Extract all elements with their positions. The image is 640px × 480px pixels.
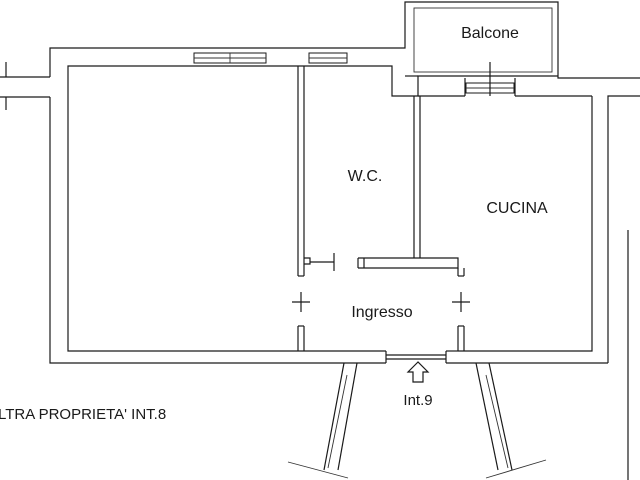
window-bedroom xyxy=(193,52,267,64)
landing-walls xyxy=(287,362,547,479)
window-wc xyxy=(308,52,348,64)
partition-bedroom-wc xyxy=(292,66,310,351)
partition-wc-entrance xyxy=(304,253,459,271)
unit-label: Int.9 xyxy=(403,392,432,409)
room-label-entrance: Ingresso xyxy=(351,304,412,321)
room-label-balcony: Balcone xyxy=(461,25,519,42)
partition-wc-kitchen xyxy=(413,96,421,258)
room-label-wc: W.C. xyxy=(348,168,383,185)
partition-entrance-kitchen xyxy=(452,268,470,351)
neighbor-note: LTRA PROPRIETA' INT.8 xyxy=(0,406,166,423)
balcony xyxy=(405,7,553,77)
room-label-kitchen: CUCINA xyxy=(486,200,548,217)
entry-arrow-icon xyxy=(406,361,430,383)
window-kitchen-balcony xyxy=(465,62,515,96)
entrance-door xyxy=(386,354,446,360)
